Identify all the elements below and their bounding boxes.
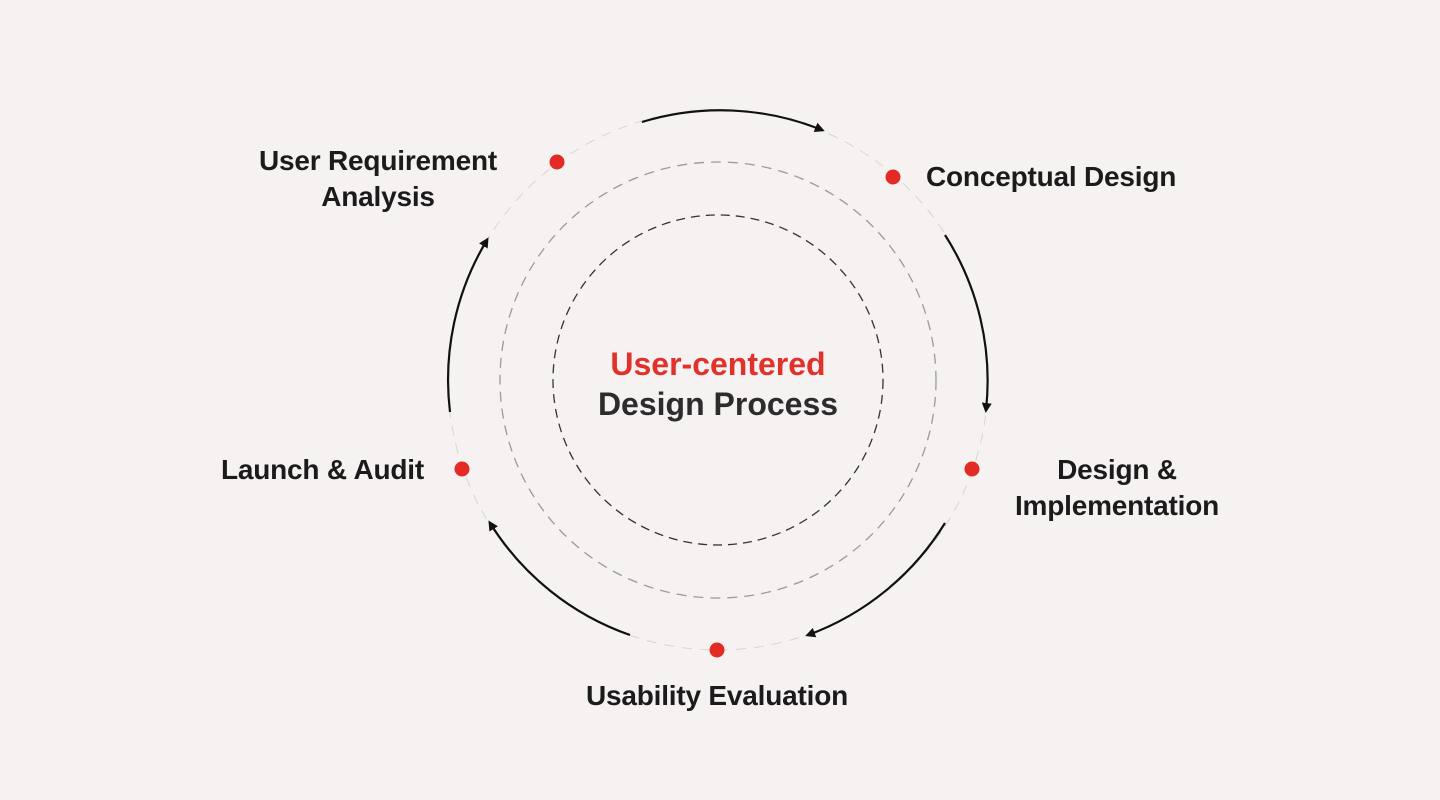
stage-dot-conceptual-design xyxy=(885,169,901,185)
label-line: Analysis xyxy=(321,181,435,212)
arrow-arc-top xyxy=(641,109,825,133)
stage-label-usability-evaluation: Usability Evaluation xyxy=(585,680,849,711)
label-line: User Requirement xyxy=(259,145,497,176)
stage-label-user-requirement: User Requirement Analysis xyxy=(230,143,526,215)
arrow-arc-bottom-left xyxy=(488,520,631,637)
arrow-arc-bottom-right xyxy=(805,522,946,638)
label-line: Design & xyxy=(1057,454,1177,485)
diagram-title: User-centered Design Process xyxy=(518,344,918,424)
arrow-arc-left xyxy=(447,237,489,413)
middle-ring xyxy=(499,161,937,599)
title-line-1: User-centered xyxy=(610,346,826,382)
stage-label-conceptual-design: Conceptual Design xyxy=(926,161,1177,192)
label-line: Implementation xyxy=(1014,490,1220,521)
stage-dot-launch-audit xyxy=(454,461,470,477)
stage-dot-user-requirement xyxy=(549,154,565,170)
stage-label-design-implementation: Design & Implementation xyxy=(1000,452,1234,524)
inner-ring xyxy=(552,214,884,546)
stage-label-launch-audit: Launch & Audit xyxy=(220,454,424,485)
stage-dot-design-implementation xyxy=(964,461,980,477)
arrow-arc-right xyxy=(944,234,992,413)
title-line-2: Design Process xyxy=(597,386,839,422)
stage-dot-usability-evaluation xyxy=(709,642,725,658)
